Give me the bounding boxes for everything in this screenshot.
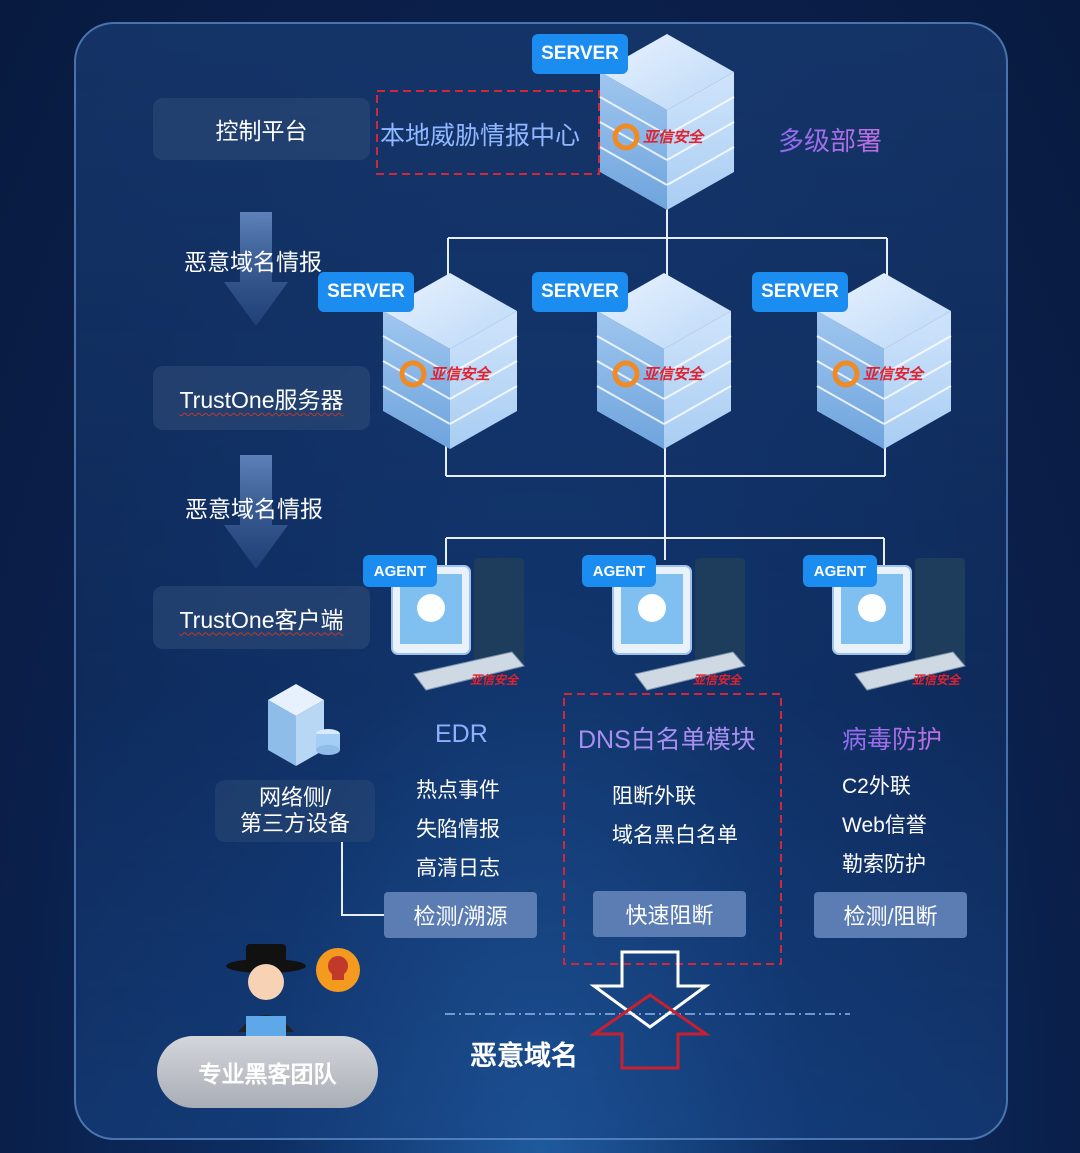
malicious-domain-label: 恶意域名 [470,1041,578,1071]
virus-item: C2外联 [842,775,911,798]
edr-item: 高清日志 [416,857,500,880]
network-device-icon [268,684,340,766]
brand-logo-icon [399,123,860,388]
virus-item: 勒索防护 [842,853,926,876]
edr-item: 失陷情报 [416,818,500,841]
agent-tag-left: AGENT [363,555,437,587]
tree-lines [341,205,888,916]
agent-computer-icon-right [832,558,966,691]
multi-level-deploy-label: 多级部署 [778,121,882,158]
dns-item: 域名黑白名单 [612,824,738,847]
agent-computer-icon-middle [612,558,746,691]
local-center-dashed-box [376,90,600,175]
virus-title: 病毒防护 [842,720,942,756]
brand-text-right: 亚信安全 [863,366,924,383]
network-device-label: 网络侧/ 第三方设备 [215,780,375,842]
hacker-team-label: 专业黑客团队 [157,1036,378,1108]
server-icon-right [816,273,952,449]
server-icon-middle [596,273,732,449]
control-platform-label: 控制平台 [153,98,370,160]
trustone-server-label: TrustOne服务器 [153,366,370,430]
agent-tag-middle: AGENT [582,555,656,587]
edr-title: EDR [435,720,488,748]
local-threat-center-label: 本地威胁情报中心 [380,122,581,150]
hacker-icon [226,944,306,1038]
dns-title: DNS白名单模块 [578,726,756,754]
skull-icon [316,948,360,992]
agent-tag-right: AGENT [803,555,877,587]
server-icon-left [382,273,518,449]
virus-item: Web信誉 [842,814,927,837]
agent-computer-icon-left [391,558,525,691]
intel-label-1: 恶意域名情报 [184,249,322,275]
brand-text-agent-middle: 亚信安全 [693,673,742,687]
server-tag-right: SERVER [752,272,848,312]
trustone-client-label: TrustOne客户端 [153,586,370,649]
down-arrow-2 [224,455,288,569]
malicious-up-arrow-icon [589,993,711,1070]
brand-text-agent-left: 亚信安全 [470,673,519,687]
server-tag-left: SERVER [318,272,414,312]
top-server-icon [599,34,735,210]
edr-detect-trace-button[interactable]: 检测/溯源 [384,892,537,938]
edr-item: 热点事件 [416,779,500,802]
brand-text-top: 亚信安全 [643,129,704,146]
down-arrow-1 [224,212,288,326]
intel-label-2: 恶意域名情报 [185,496,323,522]
brand-text-left: 亚信安全 [430,366,491,383]
brand-text-agent-right: 亚信安全 [912,673,961,687]
dns-dashed-box [563,693,782,965]
block-down-arrow-icon [589,950,711,1029]
dns-item: 阻断外联 [612,785,696,808]
brand-text-middle: 亚信安全 [643,366,704,383]
dns-quick-block-button[interactable]: 快速阻断 [593,891,746,937]
virus-detect-block-button[interactable]: 检测/阻断 [814,892,967,938]
server-tag-middle: SERVER [532,272,628,312]
server-tag-top: SERVER [532,34,628,74]
